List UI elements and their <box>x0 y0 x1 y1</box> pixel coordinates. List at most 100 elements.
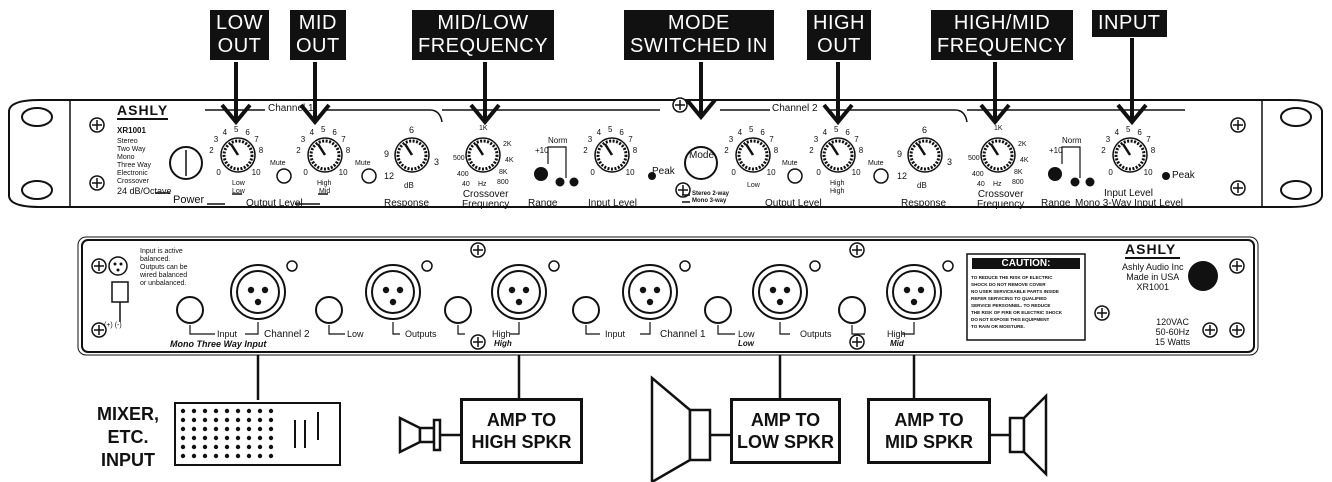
mixer-knob-dot <box>246 435 252 441</box>
frequency-tick-label: 4K <box>1020 157 1029 164</box>
knob-tick-label: 0 <box>590 167 595 177</box>
frequency-tick-label: 4K <box>505 157 514 164</box>
mixer-knob-dot <box>235 408 241 414</box>
mixer-knob-dot <box>235 426 241 432</box>
knob-tick-label: 2 <box>1101 146 1106 156</box>
response-tick-label: 3 <box>434 157 440 167</box>
mid-speaker-icon <box>1008 392 1048 478</box>
mixer-knob-dot <box>224 426 230 432</box>
knob-tick-label: 10 <box>338 167 348 177</box>
ch2-freq-low-label: 40 <box>977 181 985 188</box>
rear-ch1-input-label: Input <box>605 329 626 339</box>
mode-label: Mode <box>689 150 715 161</box>
mixer-knob-dot <box>257 408 263 414</box>
ch2-high-knob-high: High <box>830 180 845 187</box>
mixer-knob-dot <box>202 417 208 423</box>
rear-ch1-mid-italic: Mid <box>890 339 904 348</box>
callout-low-out: LOW OUT <box>210 10 270 60</box>
front-model: XR1001 <box>117 126 146 135</box>
knob-tick-label: 5 <box>234 125 239 134</box>
rear-mono-three-way-input: Mono Three Way Input <box>170 339 267 349</box>
knob-tick-label: 10 <box>251 167 261 177</box>
caution-text: TO REDUCE THE RISK OF ELECTRIC SHOCK DO … <box>971 275 1063 329</box>
frequency-tick-label: 8K <box>1014 169 1023 176</box>
knob-tick-label: 7 <box>254 135 259 145</box>
knob-tick-label: 7 <box>628 135 633 145</box>
ch2-crossover-frequency-label: Crossover Frequency <box>977 189 1025 210</box>
mixer-knob-dot <box>268 435 274 441</box>
knob-tick-label: 10 <box>625 167 635 177</box>
knob-tick-label: 2 <box>809 146 814 156</box>
frequency-tick-label: 1K <box>994 125 1003 132</box>
mixer-knob-dot <box>268 408 274 414</box>
ch1-input-level-label: Input Level <box>588 198 637 209</box>
mixer-knob-dot <box>202 444 208 450</box>
ch1-mute-mid: Mute <box>355 160 371 167</box>
mixer-knob-dot <box>224 435 230 441</box>
mixer-knob-dot <box>257 426 263 432</box>
ch2-mute-high: Mute <box>868 160 884 167</box>
ch2-plus10-label: +10 <box>1049 146 1063 155</box>
callout-mid-out: MID OUT <box>290 10 346 60</box>
response-tick-label: 6 <box>922 125 928 135</box>
frequency-tick-label: 500 <box>453 155 465 162</box>
ch2-high-knob-high2: High <box>830 188 845 195</box>
mixer-knob-dot <box>257 435 263 441</box>
mixer-knob-dot <box>246 426 252 432</box>
knob-tick-label: 8 <box>858 146 864 156</box>
knob-tick-label: 3 <box>213 135 219 145</box>
ch1-norm-label: Norm <box>548 136 568 145</box>
knob-tick-label: 4 <box>222 127 228 137</box>
knob-tick-label: 8 <box>632 146 638 156</box>
mixer-knob-dot <box>224 408 230 414</box>
rear-ch2-high-label: High <box>492 329 511 339</box>
mixer-knob-dot <box>224 417 230 423</box>
rear-ch2-low-label: Low <box>347 329 364 339</box>
knob-tick-label: 0 <box>731 167 736 177</box>
mixer-knob-dot <box>191 426 197 432</box>
callout-input: INPUT <box>1092 10 1167 37</box>
ch1-plus10-label: +10 <box>535 146 549 155</box>
mixer-knob-dot <box>213 426 219 432</box>
knob-tick-label: 0 <box>303 167 308 177</box>
ch2-mute-low: Mute <box>782 160 798 167</box>
frequency-tick-label: 500 <box>968 155 980 162</box>
ch2-response-label: Response <box>901 198 947 209</box>
knob-tick-label: 5 <box>834 125 839 134</box>
knob-tick-label: 2 <box>583 146 588 156</box>
knob-tick-label: 4 <box>822 127 828 137</box>
knob-tick-label: 5 <box>1126 125 1131 134</box>
mixer-knob-dot <box>191 408 197 414</box>
rear-power-spec: 120VAC 50-60Hz 15 Watts <box>1155 317 1191 347</box>
response-tick-label: 9 <box>384 149 390 159</box>
knob-tick-label: 10 <box>1143 167 1153 177</box>
ch2-norm-label: Norm <box>1062 136 1082 145</box>
ch1-db-label: dB <box>404 181 414 190</box>
ch1-hz-label: Hz <box>478 181 487 188</box>
mixer-knob-dot <box>224 444 230 450</box>
ch2-range-label: Range <box>1041 198 1071 209</box>
callout-arrows <box>220 38 1148 126</box>
frequency-tick-label: 400 <box>457 171 469 178</box>
knob-tick-label: 6 <box>1137 127 1142 137</box>
mixer-knob-dot <box>257 444 263 450</box>
knob-tick-label: 5 <box>608 125 613 134</box>
callout-highmid-frequency: HIGH/MID FREQUENCY <box>931 10 1074 60</box>
mixer-knob-dot <box>180 435 186 441</box>
mixer-knob-dot <box>268 444 274 450</box>
knob-tick-label: 7 <box>854 135 859 145</box>
knob-tick-label: 5 <box>321 125 326 134</box>
knob-tick-label: 8 <box>1150 146 1156 156</box>
power-label: Power <box>173 194 205 206</box>
front-slope: 24 dB/Octave <box>117 186 172 196</box>
response-tick-label: 9 <box>897 149 903 159</box>
rear-ch2-input-label: Input <box>217 329 238 339</box>
amp-mid-box: AMP TO MID SPKR <box>867 398 991 464</box>
callout-mode-switched-in: MODE SWITCHED IN <box>624 10 774 60</box>
mixer-knob-dot <box>191 435 197 441</box>
mixer-knob-dot <box>246 417 252 423</box>
mixer-knob-dot <box>246 453 252 459</box>
knob-tick-label: 8 <box>258 146 264 156</box>
mixer-knob-dot <box>213 435 219 441</box>
